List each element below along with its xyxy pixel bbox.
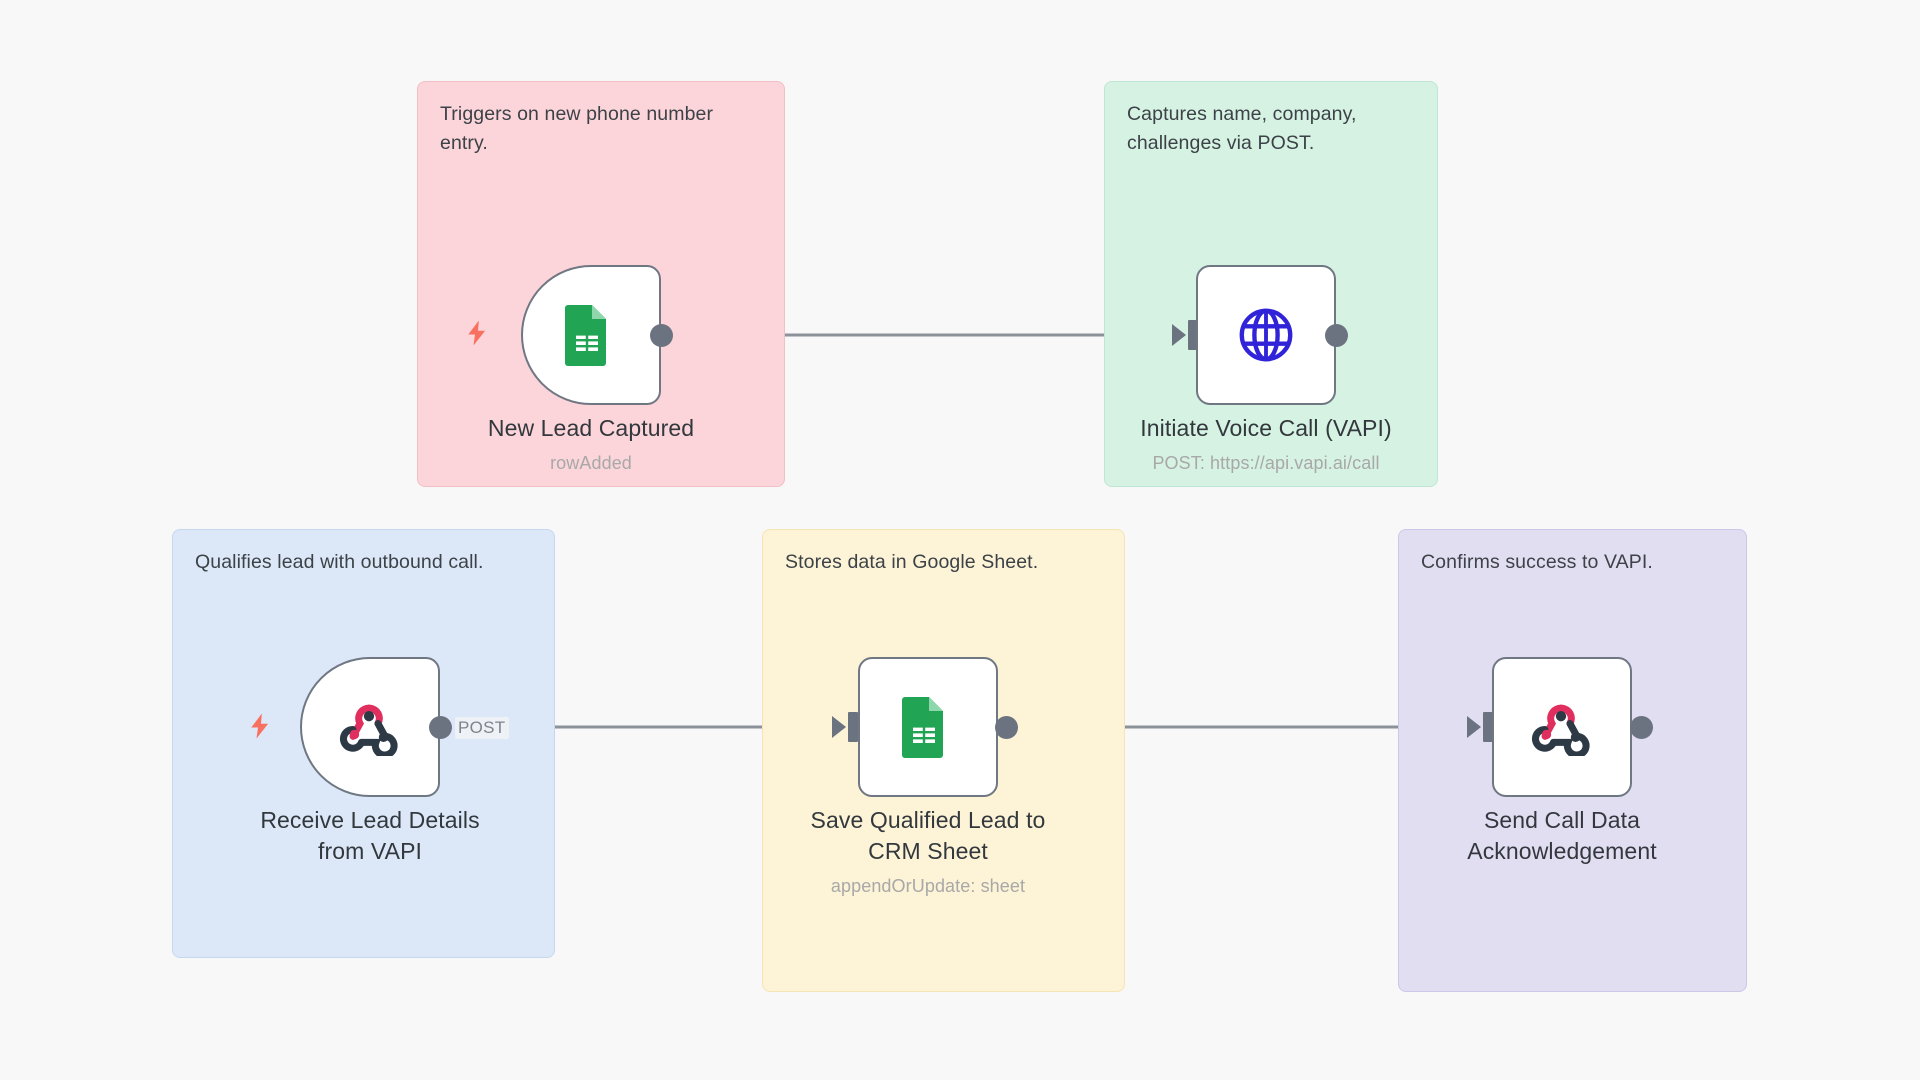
edge-label-post: POST [455,717,509,739]
node-save-qualified-lead[interactable] [858,657,998,797]
node-title: New Lead Captured [487,415,695,441]
node-initiate-voice-call[interactable] [1196,265,1336,405]
port-input-save-qualified-lead[interactable] [848,712,858,742]
port-input-arrow-save-qualified-lead [832,716,846,738]
node-title: Receive Lead Details from VAPI [260,807,480,864]
google-sheets-icon [560,304,622,366]
port-output-initiate-voice-call[interactable] [1325,324,1348,347]
node-subtitle: POST: https://api.vapi.ai/call [1152,453,1380,473]
node-new-lead-captured[interactable] [521,265,661,405]
webhook-icon [339,696,401,759]
trigger-bolt-icon [462,315,492,351]
caption-send-call-data-ack: Send Call Data Acknowledgement [1397,805,1727,874]
caption-initiate-voice-call: Initiate Voice Call (VAPI) POST: https:/… [1101,413,1431,475]
group-note: Qualifies lead with outbound call. [195,551,484,573]
port-input-arrow-send-call-data-ack [1467,716,1481,738]
port-output-receive-lead-details[interactable] [429,716,452,739]
node-title: Send Call Data Acknowledgement [1467,807,1657,864]
port-output-save-qualified-lead[interactable] [995,716,1018,739]
node-send-call-data-ack[interactable] [1492,657,1632,797]
caption-receive-lead-details: Receive Lead Details from VAPI [205,805,535,874]
node-subtitle: rowAdded [550,453,632,473]
caption-save-qualified-lead: Save Qualified Lead to CRM Sheet appendO… [763,805,1093,898]
google-sheets-icon [897,696,959,758]
port-input-initiate-voice-call[interactable] [1188,320,1198,350]
node-title: Initiate Voice Call (VAPI) [1140,415,1392,441]
node-receive-lead-details[interactable] [300,657,440,797]
group-note: Stores data in Google Sheet. [785,551,1039,573]
port-output-send-call-data-ack[interactable] [1630,716,1653,739]
group-note: Captures name, company, challenges via P… [1127,103,1357,154]
port-input-arrow-initiate-voice-call [1172,324,1186,346]
group-note: Triggers on new phone number entry. [440,103,714,154]
trigger-bolt-icon [245,708,275,744]
caption-new-lead-captured: New Lead Captured rowAdded [426,413,756,475]
globe-http-icon [1235,304,1297,366]
node-subtitle: appendOrUpdate: sheet [830,876,1026,896]
port-output-new-lead-captured[interactable] [650,324,673,347]
node-title: Save Qualified Lead to CRM Sheet [810,807,1046,864]
group-note: Confirms success to VAPI. [1421,551,1653,573]
webhook-icon [1531,696,1593,759]
port-input-send-call-data-ack[interactable] [1483,712,1493,742]
